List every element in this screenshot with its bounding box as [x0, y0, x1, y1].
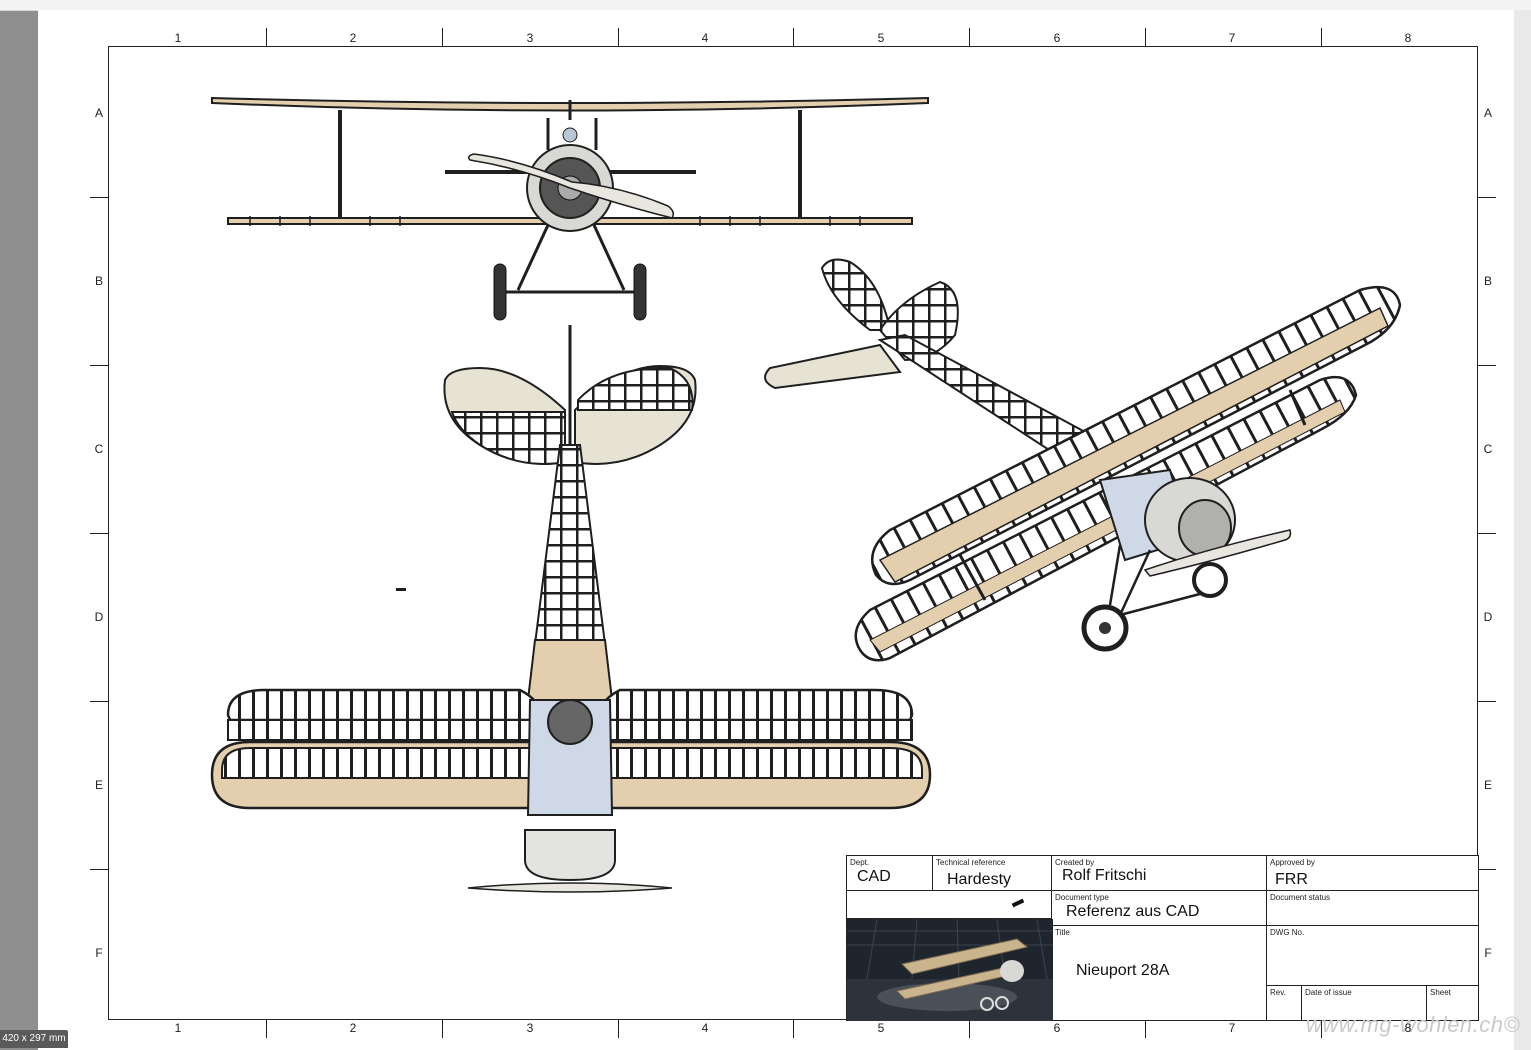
zone-col-label-top: 8	[1404, 31, 1412, 45]
sheet-caption: Sheet	[1430, 988, 1451, 997]
approved-cell: Approved by FRR	[1267, 856, 1479, 891]
techref-value: Hardesty	[947, 871, 1012, 888]
front-view	[211, 96, 929, 321]
zone-row-label-left: A	[94, 106, 103, 120]
approved-value: FRR	[1275, 871, 1308, 888]
sheet-cell: Sheet	[1427, 986, 1479, 1021]
zone-col-label-bottom: 1	[174, 1021, 182, 1035]
render-thumbnail	[847, 919, 1053, 1021]
zone-row-label-right: B	[1483, 274, 1492, 288]
zone-row-label-left: C	[94, 442, 104, 456]
zone-col-label-bottom: 5	[877, 1021, 885, 1035]
doctype-caption: Document type	[1055, 893, 1109, 902]
title-value: Nieuport 28A	[1076, 962, 1170, 979]
approved-caption: Approved by	[1270, 858, 1315, 867]
dept-cell: Dept. CAD	[847, 856, 933, 891]
top-view	[210, 325, 932, 893]
zone-tick-left	[90, 869, 108, 870]
zone-tick-left	[90, 197, 108, 198]
zone-tick-bottom	[266, 1020, 267, 1038]
rev-cell: Rev.	[1267, 986, 1302, 1021]
zone-tick-top	[1145, 28, 1146, 46]
docstatus-caption: Document status	[1270, 893, 1331, 902]
zone-tick-top	[1321, 28, 1322, 46]
zone-col-label-bottom: 4	[701, 1021, 709, 1035]
title-block: Dept. CAD Technical reference Hardesty C…	[846, 855, 1479, 1021]
zone-tick-right	[1478, 701, 1496, 702]
zone-col-label-top: 2	[349, 31, 357, 45]
zone-tick-right	[1478, 533, 1496, 534]
zone-tick-top	[793, 28, 794, 46]
zone-col-label-bottom: 7	[1228, 1021, 1236, 1035]
zone-row-label-right: D	[1483, 610, 1493, 624]
date-caption: Date of issue	[1305, 988, 1352, 997]
zone-tick-bottom	[793, 1020, 794, 1038]
techref-cell: Technical reference Hardesty	[933, 856, 1052, 891]
zone-row-label-right: A	[1483, 106, 1492, 120]
zone-tick-bottom	[442, 1020, 443, 1038]
dwg-caption: DWG No.	[1270, 928, 1305, 937]
blank-cell	[847, 891, 1052, 919]
zone-row-label-right: F	[1484, 946, 1492, 960]
zone-tick-left	[90, 533, 108, 534]
zone-row-label-left: E	[94, 778, 103, 792]
zone-tick-top	[442, 28, 443, 46]
dept-caption: Dept.	[850, 858, 870, 867]
zone-tick-right	[1478, 197, 1496, 198]
zone-tick-top	[266, 28, 267, 46]
zone-tick-top	[969, 28, 970, 46]
zone-tick-left	[90, 365, 108, 366]
zone-col-label-bottom: 3	[526, 1021, 534, 1035]
zone-row-label-right: E	[1483, 778, 1492, 792]
zone-col-label-top: 5	[877, 31, 885, 45]
paper-size-badge[interactable]: 420 x 297 mm	[0, 1030, 68, 1048]
doctype-value: Referenz aus CAD	[1066, 903, 1200, 920]
watermark: www.mg-wohlen.ch©	[1306, 1012, 1521, 1037]
zone-tick-right	[1478, 869, 1496, 870]
zone-col-label-top: 6	[1053, 31, 1061, 45]
doctype-cell: Document type Referenz aus CAD	[1052, 891, 1267, 926]
created-value: Rolf Fritschi	[1062, 867, 1147, 884]
zone-tick-bottom	[1321, 1020, 1322, 1038]
iso-view	[764, 258, 1402, 662]
render-thumbnail-image	[847, 919, 1053, 1021]
zone-row-label-left: D	[94, 610, 104, 624]
zone-col-label-bottom: 6	[1053, 1021, 1061, 1035]
zone-row-label-left: B	[94, 274, 103, 288]
zone-row-label-right: C	[1483, 442, 1493, 456]
title-caption: Title	[1055, 928, 1070, 937]
zone-col-label-top: 4	[701, 31, 709, 45]
created-caption: Created by	[1055, 858, 1095, 867]
date-cell: Date of issue	[1302, 986, 1427, 1021]
docstatus-cell: Document status	[1267, 891, 1479, 926]
zone-col-label-top: 7	[1228, 31, 1236, 45]
zone-col-label-bottom: 2	[349, 1021, 357, 1035]
zone-tick-bottom	[618, 1020, 619, 1038]
zone-tick-right	[1478, 365, 1496, 366]
zone-tick-bottom	[969, 1020, 970, 1038]
zone-col-label-top: 1	[174, 31, 182, 45]
techref-caption: Technical reference	[936, 858, 1006, 867]
zone-col-label-top: 3	[526, 31, 534, 45]
dwg-cell: DWG No.	[1267, 926, 1479, 986]
title-cell: Title Nieuport 28A	[1052, 926, 1267, 1021]
rev-caption: Rev.	[1270, 988, 1286, 997]
created-cell: Created by Rolf Fritschi	[1052, 856, 1267, 891]
dept-value: CAD	[857, 868, 891, 885]
zone-tick-left	[90, 701, 108, 702]
zone-tick-top	[618, 28, 619, 46]
drawing-frame	[108, 46, 1478, 1020]
zone-col-label-bottom: 8	[1404, 1021, 1412, 1035]
viewer-scrollbar[interactable]	[1514, 10, 1531, 1050]
zone-row-label-left: F	[95, 946, 103, 960]
zone-tick-bottom	[1145, 1020, 1146, 1038]
